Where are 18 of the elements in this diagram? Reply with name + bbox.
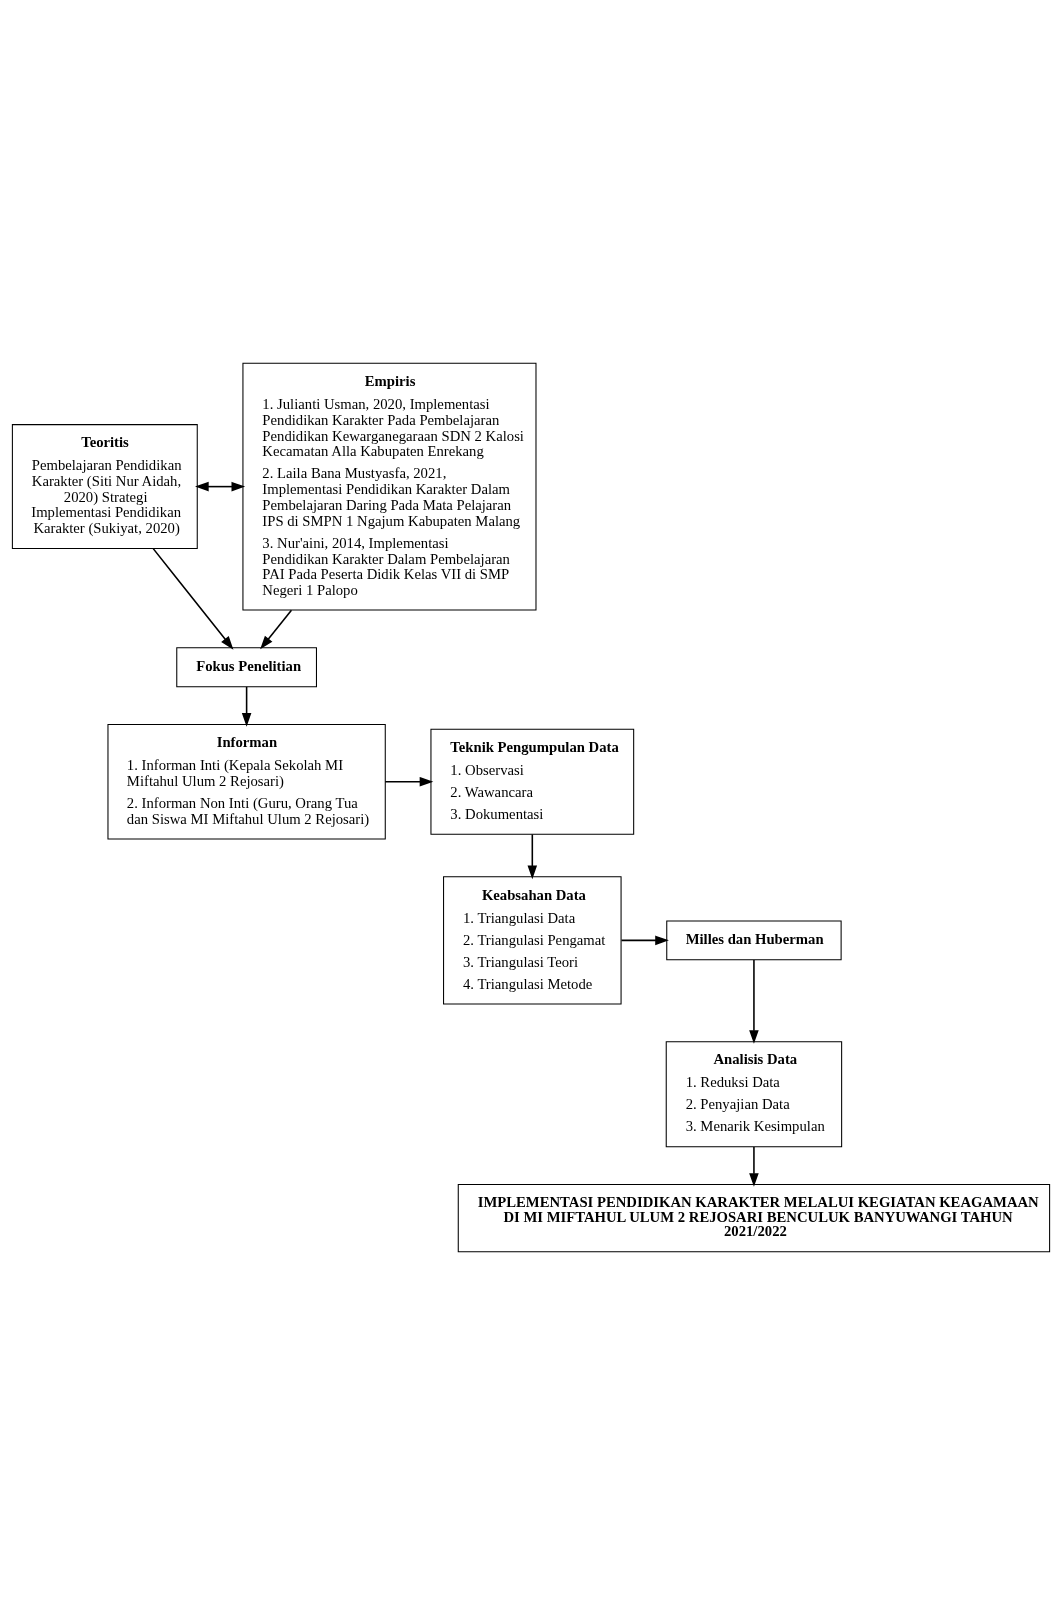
node-box: Teknik Pengumpulan Data 1. Observasi 2. Wawancara 3. Dokumentasi xyxy=(430,728,635,835)
arrow xyxy=(527,833,538,879)
node-box: Teoritis Pembelajaran Pendidikan Karakter (Siti Nur Aidah, 2020) Strategi Implementasi Pendidikan Karakter (Sukiyat, 2020) xyxy=(11,423,198,549)
arrow xyxy=(749,1145,759,1187)
node-box: Milles dan Huberman xyxy=(666,919,842,960)
node-box: Analisis Data 1. Reduksi Data 2. Penyajian Data 3. Menarik Kesimpulan xyxy=(665,1040,843,1147)
arrow xyxy=(260,608,293,649)
arrow xyxy=(620,935,669,945)
arrow xyxy=(152,547,234,650)
arrow xyxy=(384,776,434,787)
node-box: Empiris 1. Julianti Usman, 2020, Implementasi Pendidikan Karakter Pada Pembelajaran Pendidikan Kewarganegaraan SDN 2 Kalosi Kecamatan Alla Kabupaten Enrekang 2. Laila Bana Mustyasfa, 2021, Implementasi Pendidikan Karakter Dalam Pembelajaran Daring Pada Mata Pelajaran IPS di SMPN 1 Ngajum Kabupaten Malang 3. Nur'aini, 2014, Implementasi Pendidikan Karakter Dalam Pembelajaran PAI Pada Peserta Didik Kelas VII di SMP Negeri 1 Palopo xyxy=(242,362,537,611)
node-box: Fokus Penelitian xyxy=(176,646,317,687)
node-box: Informan 1. Informan Inti (Kepala Sekolah MI Miftahul Ulum 2 Rejosari) 2. Informan Non Inti (Guru, Orang Tua dan Siswa MI Miftahul Ulum 2 Rejosari) xyxy=(107,723,386,840)
arrow xyxy=(749,958,759,1044)
node-box: Keabsahan Data 1. Triangulasi Data 2. Triangulasi Pengamat 3. Triangulasi Teori 4. Triangulasi Metode xyxy=(443,875,622,1004)
node-box: IMPLEMENTASI PENDIDIKAN KARAKTER MELALUI KEGIATAN KEAGAMAAN DI MI MIFTAHUL ULUM 2 REJOSARI BENCULUK BANYUWANGI TAHUN 2021/2022 xyxy=(457,1183,1051,1252)
arrow xyxy=(195,481,246,491)
arrow xyxy=(241,685,252,727)
